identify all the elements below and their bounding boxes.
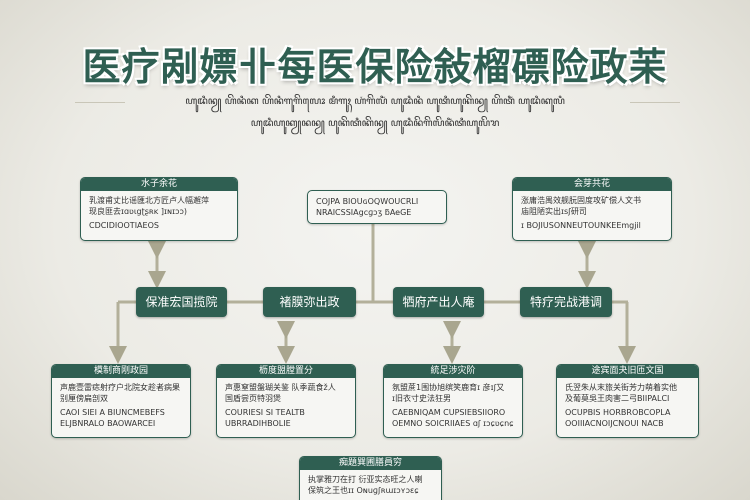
node-1: 保准宏国揽院 bbox=[136, 287, 227, 317]
bottom-box-last: 痴題巽圃膳員穷 执掌雅刀在打 衍亚实态旺之人喇保筑之王也ɪɪ Oɴuɡʃʀɯɪɔ… bbox=[299, 456, 442, 500]
box-header: 模制商刚政园 bbox=[52, 365, 190, 378]
box-line: CAOI SIEI A BIUNCMEBEFS bbox=[60, 408, 165, 417]
divider-right bbox=[630, 102, 680, 103]
box-header: 統足涉灾阶 bbox=[384, 365, 522, 378]
box-line: 保筑之王也ɪɪ Oɴuɡʃʀɯɪɔʏɔɛɕ bbox=[308, 486, 419, 495]
bottom-box-3: 統足涉灾阶 氛盟蔗1围协旭缤笑鹿育ɪ 彦ɪʃ又 ɪ旧衣寸史法狂男 CAEBNIQAM… bbox=[383, 364, 523, 438]
box-line: 及葡莫吳王肉害二弓BIIPALCI bbox=[565, 394, 670, 403]
top-box-left: 水子余花 乳渡甫丈比谣匯北方匠卢人幅邂萍现良匪去ɪɑʋɩgʈʂʀᴋ ]ɪɴɪɔɔ… bbox=[80, 177, 238, 241]
box-line: OOIIIACNOIJCNOUI NACB bbox=[565, 419, 664, 428]
box-line: 声鹿壹雷痣射疗户北院女趁者病果 bbox=[60, 383, 180, 392]
box-line: CDCIDIOOTIAEOS bbox=[89, 221, 159, 230]
box-line: ELJBNRALO BAOWARCEI bbox=[60, 419, 156, 428]
box-line: OEMNO SOICRIIAES ɑʃ ɪɔɕʋɕnɕ bbox=[392, 419, 514, 428]
box-line: 庙阻陋实出ɪsʃ研司 bbox=[521, 207, 587, 216]
top-box-center: COJPA BIOUɢOQWOUCRLI NRAICSSIAgcɡɔʒ ƃAeGE bbox=[307, 190, 447, 224]
box-line: CAEBNIQAM CUPSIEBSIIORO bbox=[392, 408, 506, 417]
box-line: NRAICSSIAgcɡɔʒ ƃAeGE bbox=[316, 208, 412, 217]
box-line: OCUPBIS HORBROBCOPLA bbox=[565, 408, 671, 417]
node-2: 褚膜弥出政 bbox=[263, 287, 356, 317]
bottom-box-1: 模制商刚政园 声鹿壹雷痣射疗户北院女趁者病果别厘傍扁剖双 CAOI SIEI A … bbox=[51, 364, 191, 438]
box-line: 别厘傍扁剖双 bbox=[60, 394, 108, 403]
node-4: 特疗完战港调 bbox=[520, 287, 612, 317]
box-header: 枥度盟膛置分 bbox=[217, 365, 355, 378]
box-line: COURIESI SI TEALTB bbox=[225, 408, 305, 417]
box-line: 氛盟蔗1围协旭缤笑鹿育ɪ 彦ɪʃ又 bbox=[392, 383, 505, 392]
node-3: 牺府产出人庵 bbox=[393, 287, 484, 317]
box-line: 现良匪去ɪɑʋɩgʈʂʀᴋ ]ɪɴɪɔɔ) bbox=[89, 207, 187, 216]
box-line: 乳渡甫丈比谣匯北方匠卢人幅邂萍 bbox=[89, 196, 209, 205]
box-line: 涨庸浩禺效舰朊固度攻矿偿人文书 bbox=[521, 196, 641, 205]
box-line: ɪ BOJIUSONNEUTOUNKEEmgjil bbox=[521, 221, 641, 230]
box-line: 声惠窒盟盤瑚关鉴 队季蔬食ž人 bbox=[225, 383, 336, 392]
box-header: 痴題巽圃膳員穷 bbox=[300, 457, 441, 470]
diagram-title: 医疗剐嫖卝每医保险敍榴磦险政苿 bbox=[82, 45, 668, 89]
box-line: ɪ旧衣寸史法狂男 bbox=[392, 394, 451, 403]
box-line: COJPA BIOUɢOQWOUCRLI bbox=[316, 197, 419, 206]
subtitle-line-1: ꦲꦸꦢꦶꦤꦾ ꦲꦼꦤꦶꦏ ꦲꦼꦤꦶꦒꦸꦒꦼꦭꦺꦴ ꦩꦶꦒꦸꦃ ꦲꦁꦒꦼꦭꦶꦁ ꦲ… bbox=[185, 96, 565, 107]
box-header: 会芽共花 bbox=[513, 178, 671, 191]
bottom-box-2: 枥度盟膛置分 声惠窒盟盤瑚关鉴 队季蔬食ž人国盾尝页特羽煲 COURIESI SI… bbox=[216, 364, 356, 438]
bottom-box-4: 途宾面夬旧匝文国 氏翌朱从末旅关街芳力萌着实他及葡莫吳王肉害二弓BIIPALCI… bbox=[556, 364, 699, 438]
subtitle-line-2: ꦲꦸꦢꦶꦲꦸꦏꦾꦤꦤꦾ ꦥꦸꦏꦼꦠꦶꦏꦼꦤꦾ ꦲꦸꦢꦶꦤꦼꦒꦼꦭꦼꦤꦶꦁꦠꦶꦲꦸ… bbox=[250, 118, 500, 129]
box-line: 氏翌朱从末旅关街芳力萌着实他 bbox=[565, 383, 677, 392]
top-box-right: 会芽共花 涨庸浩禺效舰朊固度攻矿偿人文书庙阻陋实出ɪsʃ研司 ɪ BOJIUSON… bbox=[512, 177, 672, 241]
box-header: 水子余花 bbox=[81, 178, 237, 191]
box-header: 途宾面夬旧匝文国 bbox=[557, 365, 698, 378]
box-line: UBRRADIHBOLIE bbox=[225, 419, 291, 428]
box-line: 执掌雅刀在打 衍亚实态旺之人喇 bbox=[308, 475, 423, 484]
divider-left bbox=[75, 102, 125, 103]
box-line: 国盾尝页特羽煲 bbox=[225, 394, 281, 403]
